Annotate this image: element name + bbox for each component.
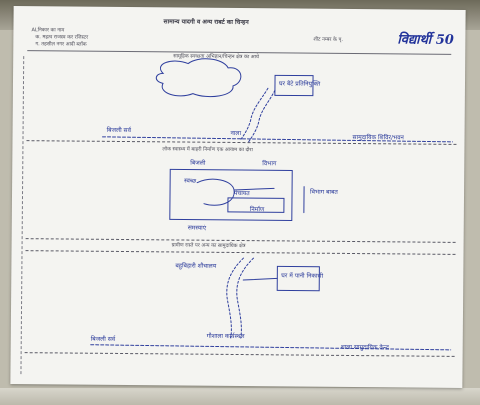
background-bottom bbox=[0, 388, 480, 405]
sketch-road-1a bbox=[239, 87, 269, 141]
sketch-road-3b bbox=[236, 257, 254, 339]
sketch-connector-2 bbox=[233, 187, 275, 191]
paper-sheet: सामान्य यादगी व अन्य राबर्ट का चिन्हन AL… bbox=[10, 6, 466, 388]
sketch-inner-box-2 bbox=[227, 197, 285, 213]
sketch-connector-3 bbox=[242, 277, 278, 281]
sketch-road-1b bbox=[247, 89, 276, 143]
sketch-frame-2 bbox=[169, 168, 293, 221]
sketch-road-3a bbox=[226, 257, 244, 339]
sketch-box-3 bbox=[276, 265, 320, 292]
sketch-ground-1 bbox=[102, 136, 453, 143]
sketch-cloud bbox=[155, 58, 242, 98]
sketch-box-1 bbox=[274, 74, 314, 97]
sketch-loop-2 bbox=[196, 178, 235, 206]
hand-sketches bbox=[90, 58, 453, 351]
sketch-ground-3 bbox=[90, 344, 452, 351]
